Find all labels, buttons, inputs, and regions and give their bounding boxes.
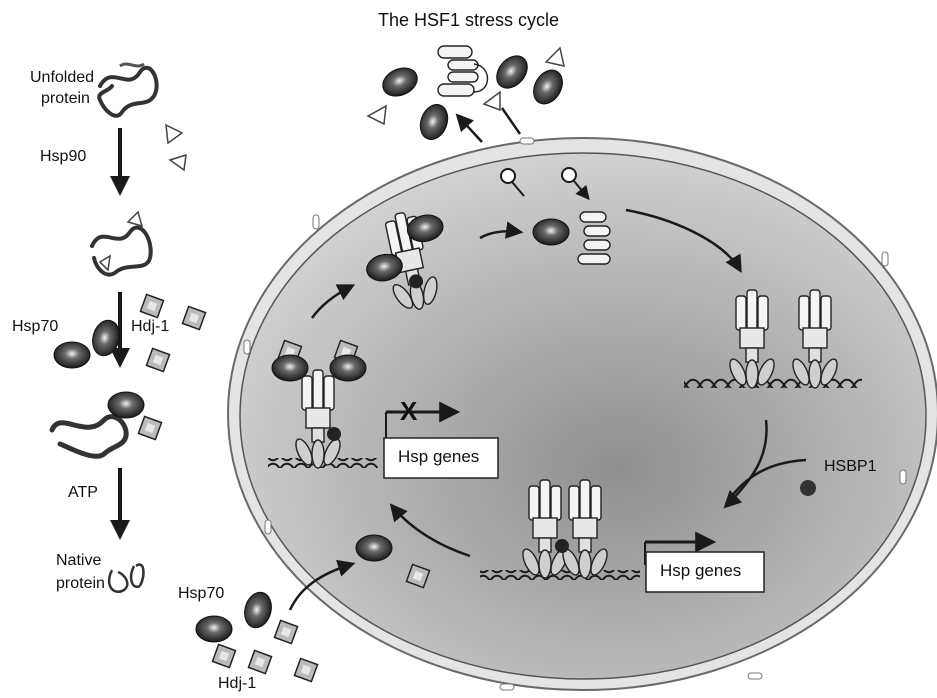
- diagram-title: The HSF1 stress cycle: [378, 10, 559, 31]
- hsp90-triangle-icon: [484, 92, 500, 110]
- native-protein-icon: [109, 565, 143, 592]
- repression-x-mark: X: [400, 396, 417, 427]
- bound-hsp90-triangle-icon: [128, 212, 142, 226]
- export-arrow: [458, 116, 482, 142]
- hdj1-icon: [182, 306, 205, 329]
- left-pathway: [52, 64, 206, 592]
- hsp90-triangle-icon: [546, 48, 564, 66]
- unfolded-protein-icon: [99, 68, 156, 116]
- hsp-icon: [490, 50, 533, 94]
- hsp-icon: [330, 355, 366, 381]
- hsp70-label: Hsp70: [12, 318, 58, 336]
- hsp90-triangle-icon: [368, 106, 386, 124]
- hsp-icon: [378, 63, 422, 102]
- folding-intermediate-icon: [92, 228, 151, 275]
- hsp70-icon: [54, 342, 90, 368]
- hdj1-icon: [212, 644, 235, 667]
- hdj1-icon: [138, 416, 161, 439]
- hsp-icon: [533, 219, 569, 245]
- bound-hsp90-triangle-icon: [100, 256, 110, 270]
- hsp90-triangle-icon: [166, 125, 182, 143]
- hdj1-icon: [294, 658, 317, 681]
- hdj1-icon: [274, 620, 297, 643]
- hsp90-triangle-icon: [170, 155, 186, 170]
- hsp-genes-active-label: Hsp genes: [660, 561, 741, 581]
- atp-label: ATP: [68, 484, 98, 502]
- hsp-icon: [416, 101, 453, 144]
- cell-nucleus: [240, 153, 926, 679]
- unfolded-protein-label: Unfolded: [30, 69, 94, 87]
- hsp90-label: Hsp90: [40, 148, 86, 166]
- dna-helix: [684, 378, 862, 388]
- native-protein-label: Native: [56, 552, 101, 570]
- chaperone-complex-protein-icon: [52, 417, 126, 457]
- released-chaperone-cluster: [368, 46, 568, 143]
- hdj1-icon: [248, 650, 271, 673]
- hsp70-icon: [196, 616, 232, 642]
- bottom-hsp70-label: Hsp70: [178, 585, 224, 603]
- export-arrow: [502, 108, 520, 134]
- hsf1-monomer-icon: [438, 46, 488, 96]
- bottom-hdj1-label: Hdj-1: [218, 675, 256, 693]
- hdj1-label: Hdj-1: [131, 318, 169, 336]
- hdj1-icon: [140, 294, 163, 317]
- native-protein-label-line2: protein: [56, 575, 105, 593]
- hsp-genes-inactive-label: Hsp genes: [398, 447, 479, 467]
- hsp70-icon: [241, 589, 275, 631]
- bottom-chaperone-cluster: [196, 589, 318, 681]
- hdj1-icon: [146, 348, 169, 371]
- hsp-icon: [528, 65, 569, 109]
- hsp70-icon: [108, 392, 144, 418]
- hsp70-icon: [356, 535, 392, 561]
- hsbp1-label: HSBP1: [824, 458, 876, 476]
- hsp-icon: [272, 355, 308, 381]
- hsbp1-icon: [800, 480, 816, 496]
- unfolded-protein-label-line2: protein: [41, 90, 90, 108]
- hsbp1-bound-icon: [555, 539, 569, 553]
